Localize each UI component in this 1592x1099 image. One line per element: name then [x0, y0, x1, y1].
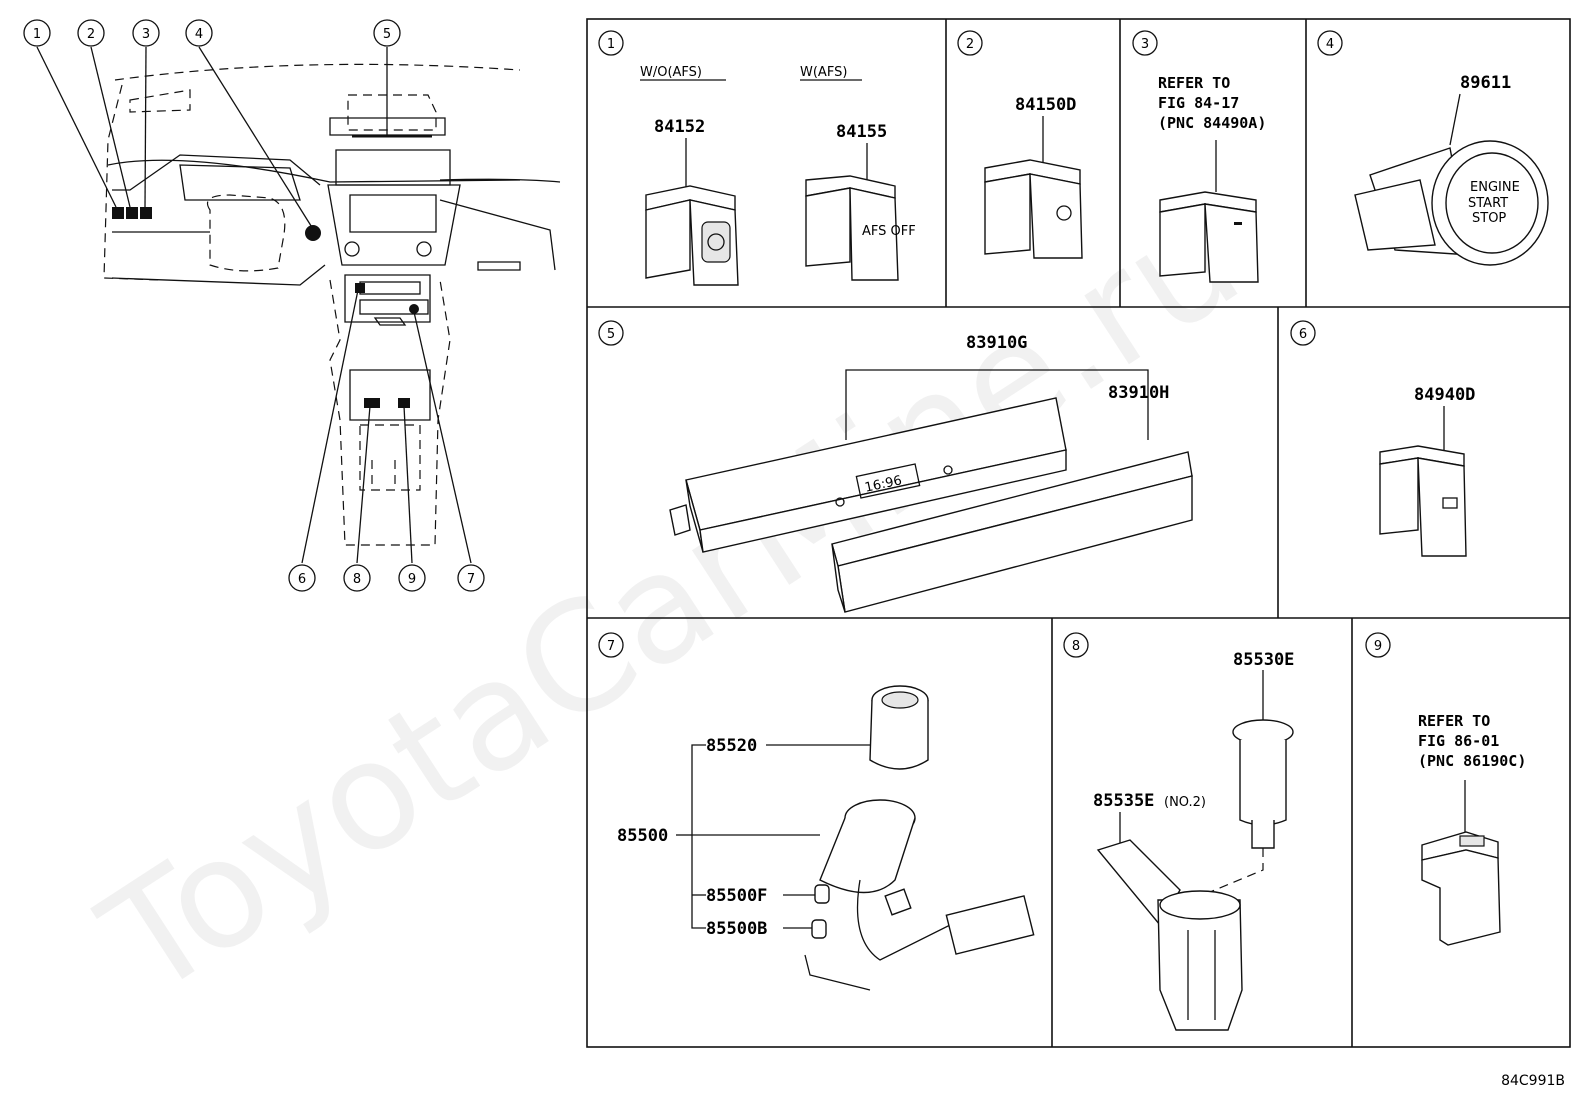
panel-1-number: 1: [607, 37, 615, 52]
panel-1: 1 W/O(AFS) W(AFS) 84152 84155 AFS OFF: [598, 30, 916, 286]
panel-5-number: 5: [607, 327, 615, 342]
panel-3-ref-line3: (PNC 84490A): [1158, 114, 1266, 132]
panel-8: 8 85530E 85535E (NO.2): [1063, 632, 1294, 1031]
panel-3-ref-line2: FIG 84-17: [1158, 94, 1239, 112]
part-number-85500F: 85500F: [706, 886, 767, 906]
svg-text:1: 1: [33, 27, 41, 42]
part-number-89611: 89611: [1460, 73, 1511, 93]
panel-2-number: 2: [966, 37, 974, 52]
dashboard-overview: 1 2 3 4 5 6 8 9: [23, 19, 561, 592]
afs-off-switch-drawing: AFS OFF: [805, 175, 916, 281]
panel-7: 7 85520 85500 85500F 85500B: [598, 632, 1035, 991]
parts-grid: [586, 18, 1571, 1048]
part-number-85520: 85520: [706, 736, 757, 756]
panel-5: 5 83910G 83910H 16:96: [598, 320, 1193, 613]
part-number-84155: 84155: [836, 122, 887, 142]
part-number-85530E: 85530E: [1233, 650, 1294, 670]
panel-7-number: 7: [607, 639, 615, 654]
overview-callout-3: 3: [132, 19, 160, 47]
switch-86190C-drawing: [1421, 831, 1501, 946]
overview-callout-2: 2: [77, 19, 105, 47]
panel-6: 6 84940D: [1290, 320, 1475, 557]
part-number-85500B: 85500B: [706, 919, 767, 939]
svg-text:7: 7: [467, 572, 475, 587]
svg-text:4: 4: [195, 27, 203, 42]
audio-panel-83910G-drawing: 16:96: [669, 397, 1067, 553]
switch-84940D-drawing: [1379, 445, 1467, 557]
panel-9-ref-line3: (PNC 86190C): [1418, 752, 1526, 770]
svg-text:8: 8: [353, 572, 361, 587]
audio-panel-83910H-drawing: [831, 451, 1193, 613]
overview-callout-1: 1: [23, 19, 51, 47]
overview-callout-9: 9: [398, 564, 426, 592]
overview-callout-4: 4: [185, 19, 213, 47]
start-stop-text-3: STOP: [1472, 211, 1506, 226]
part-number-83910G: 83910G: [966, 333, 1027, 353]
panel-9: 9 REFER TO FIG 86-01 (PNC 86190C): [1365, 632, 1526, 946]
panel-9-ref-line1: REFER TO: [1418, 712, 1490, 730]
part-number-84150D: 84150D: [1015, 95, 1076, 115]
panel-8-number: 8: [1072, 639, 1080, 654]
svg-text:3: 3: [142, 27, 150, 42]
panel-9-number: 9: [1374, 639, 1382, 654]
afs-off-label: AFS OFF: [862, 224, 916, 239]
svg-text:5: 5: [383, 27, 391, 42]
panel-2: 2 84150D: [957, 30, 1083, 259]
overview-callout-8: 8: [343, 564, 371, 592]
part-number-83910H: 83910H: [1108, 383, 1169, 403]
panel-3-ref-line1: REFER TO: [1158, 74, 1230, 92]
start-stop-text-2: START: [1468, 196, 1508, 211]
power-outlet-drawing: [1096, 719, 1294, 1031]
part-85535E-note: (NO.2): [1164, 795, 1206, 810]
svg-text:6: 6: [298, 572, 306, 587]
start-stop-text-1: ENGINE: [1470, 180, 1520, 195]
panel-3-number: 3: [1141, 37, 1149, 52]
engine-start-stop-switch-drawing: ENGINE START STOP: [1354, 140, 1549, 266]
switch-84150D-drawing: [984, 159, 1083, 259]
panel-9-ref-line2: FIG 86-01: [1418, 732, 1499, 750]
overview-callout-6: 6: [288, 564, 316, 592]
part-number-84940D: 84940D: [1414, 385, 1475, 405]
panel-4-number: 4: [1326, 37, 1334, 52]
headlamp-level-switch-drawing: [645, 185, 739, 286]
figure-code: 84C991B: [1501, 1073, 1565, 1089]
cigarette-lighter-drawing: [804, 685, 1035, 991]
panel-6-number: 6: [1299, 327, 1307, 342]
part-number-85535E: 85535E: [1093, 791, 1154, 811]
panel-4: 4 89611 ENGINE START STOP: [1317, 30, 1549, 266]
svg-text:2: 2: [87, 27, 95, 42]
svg-text:9: 9: [408, 572, 416, 587]
watermark: ToyotaCarMine.ru: [74, 171, 1269, 1031]
panel-3: 3 REFER TO FIG 84-17 (PNC 84490A): [1132, 30, 1266, 283]
overview-callout-5: 5: [373, 19, 401, 47]
part-number-85500: 85500: [617, 826, 668, 846]
part-number-84152: 84152: [654, 117, 705, 137]
variant-with-afs: W(AFS): [800, 65, 847, 80]
variant-without-afs: W/O(AFS): [640, 65, 702, 80]
overview-callout-7: 7: [457, 564, 485, 592]
switch-84490A-drawing: [1159, 191, 1259, 283]
